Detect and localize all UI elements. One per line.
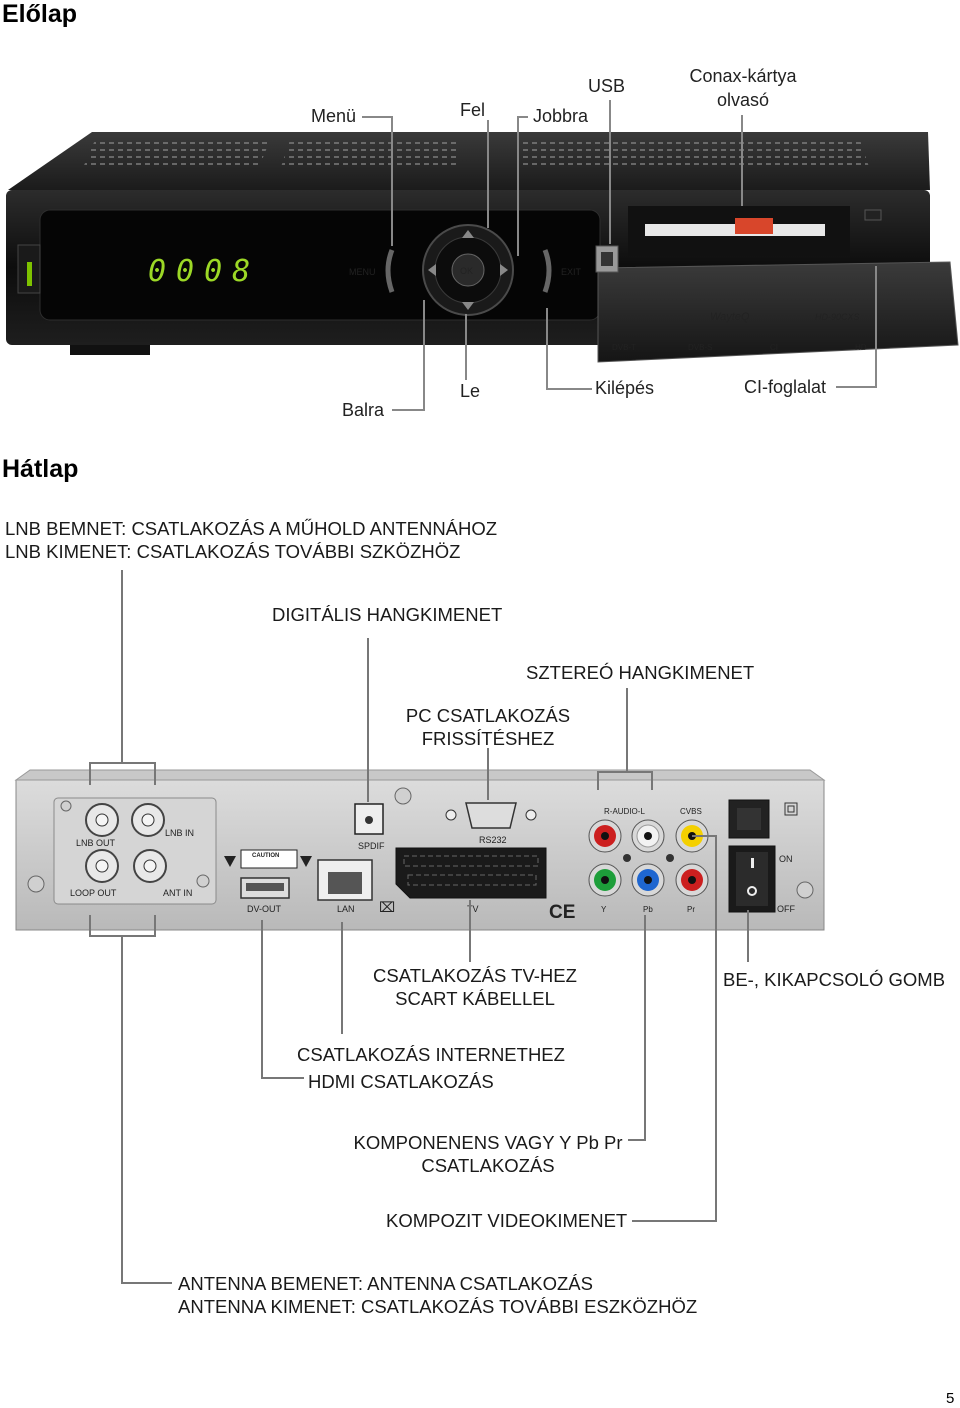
lnb-out-label: LNB OUT	[76, 838, 116, 848]
dv-out-label: DV-OUT	[247, 904, 282, 914]
scart-port	[395, 847, 547, 899]
hdmi-port	[240, 877, 290, 899]
label-exit: Kilépés	[595, 378, 655, 398]
caption-scart: CSATLAKOZÁS TV-HEZ SCART KÁBELLEL	[373, 965, 577, 1009]
on-label: ON	[779, 854, 793, 864]
cvbs-label: CVBS	[680, 807, 702, 816]
left-arrow-icon	[428, 264, 436, 276]
page-number: 5	[946, 1390, 955, 1407]
caution-sticker	[240, 849, 298, 869]
exit-key-label: EXIT	[561, 267, 582, 277]
rca-pb-jack	[631, 863, 665, 897]
ok-key	[451, 253, 485, 287]
model-text: HD-90CXS	[815, 312, 860, 322]
rs232-label: RS232	[479, 835, 507, 845]
down-arrow-icon	[462, 302, 474, 310]
label-up: Fel	[460, 100, 486, 120]
caption-rs232: PC CSATLAKOZÁS FRISSÍTÉSHEZ	[405, 705, 571, 749]
label-left: Balra	[342, 400, 385, 420]
caption-hdmi: HDMI CSATLAKOZÁS	[308, 1071, 494, 1092]
spdif-label: SPDIF	[358, 841, 385, 851]
caption-lnb: LNB BEMNET: CSATLAKOZÁS A MŰHOLD ANTENNÁ…	[5, 518, 498, 562]
lan-label: LAN	[337, 904, 355, 914]
y-label: Y	[601, 905, 607, 914]
label-conax-reader: Conax-kártya olvasó	[689, 66, 797, 110]
screw-icon	[27, 875, 45, 893]
caption-antenna: ANTENNA BEMENET: ANTENNA CSATLAKOZÁS ANT…	[178, 1273, 698, 1317]
back-panel-heading: Hátlap	[2, 455, 79, 483]
label-menu: Menü	[311, 106, 357, 126]
logo-dvbs: DVB-S	[688, 343, 712, 352]
weee-icon: ⌧	[379, 899, 395, 915]
loop-out-label: LOOP OUT	[70, 888, 117, 898]
rca-y-jack	[588, 863, 622, 897]
loop-out-connector	[85, 849, 119, 883]
menu-key-label: MENU	[349, 267, 376, 277]
tv-label: TV	[467, 904, 479, 914]
lan-port	[317, 859, 373, 901]
screw-icon	[60, 800, 72, 812]
ant-in-label: ANT IN	[163, 888, 192, 898]
caption-composite: KOMPOZIT VIDEOKIMENET	[386, 1210, 628, 1231]
front-panel-heading: Előlap	[2, 0, 78, 28]
spdif-port	[354, 803, 384, 835]
exit-key	[542, 249, 552, 293]
ce-mark: CE	[549, 902, 575, 923]
rca-audio-right-jack	[588, 819, 622, 853]
lnb-out-connector	[85, 803, 119, 837]
menu-key	[385, 249, 395, 293]
power-switch	[728, 845, 776, 913]
caution-text: CAUTION	[252, 853, 279, 859]
label-down: Le	[460, 381, 481, 401]
warning-triangle-icon	[300, 856, 312, 867]
screw-icon	[796, 881, 814, 899]
led-display: 0008	[148, 254, 260, 289]
up-arrow-icon	[462, 230, 474, 238]
rca-audio-left-jack	[631, 819, 665, 853]
rca-pr-jack	[675, 863, 709, 897]
right-arrow-icon	[500, 264, 508, 276]
ant-in-connector	[133, 849, 167, 883]
brand-logo-text: WayteQ	[710, 311, 750, 323]
off-label: OFF	[777, 904, 795, 914]
pr-label: Pr	[687, 905, 695, 914]
warning-triangle-icon	[224, 856, 236, 867]
ci-slot-flap	[597, 261, 959, 363]
label-ci-slot: CI-foglalat	[744, 377, 827, 397]
rs232-port	[445, 802, 537, 829]
logo-dvbt: DVB-T	[612, 343, 636, 352]
pb-label: Pb	[643, 905, 653, 914]
lnb-in-label: LNB IN	[165, 828, 194, 838]
caption-component: KOMPONENENS VAGY Y Pb Pr CSATLAKOZÁS	[353, 1132, 623, 1176]
label-right: Jobbra	[533, 106, 589, 126]
screw-icon	[196, 874, 210, 888]
caption-stereo: SZTEREÓ HANGKIMENET	[526, 662, 755, 683]
caption-spdif: DIGITÁLIS HANGKIMENET	[272, 604, 503, 625]
lnb-in-connector	[131, 803, 165, 837]
screw-icon	[394, 787, 412, 805]
audio-label: R-AUDIO-L	[604, 807, 645, 816]
label-usb: USB	[588, 76, 626, 96]
caption-lan: CSATLAKOZÁS INTERNETHEZ	[297, 1044, 565, 1065]
ok-key-label: OK	[460, 266, 473, 276]
caption-power: BE-, KIKAPCSOLÓ GOMB	[723, 969, 946, 990]
logo-hd: HD	[855, 343, 867, 352]
logo-ci: CI	[770, 343, 778, 352]
